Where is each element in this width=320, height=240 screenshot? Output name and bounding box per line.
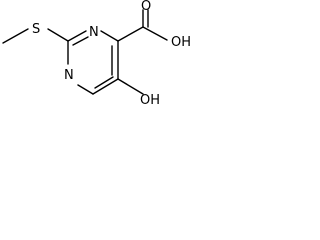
acid-hydroxyl-label: OH bbox=[171, 35, 191, 50]
nitrogen-bottom-label: N bbox=[64, 68, 74, 83]
bond-carboxyl-oh bbox=[142, 26, 168, 41]
sulfur-label: S bbox=[32, 22, 40, 37]
bond-c6-carboxyl bbox=[117, 26, 144, 42]
carbonyl-oxygen-label: O bbox=[141, 0, 151, 14]
molecule-structure: S N N O OH OH bbox=[2, 0, 191, 108]
bond-c2-n1 bbox=[67, 30, 87, 42]
bond-c5-oh bbox=[117, 78, 144, 95]
bond-n3-c4 bbox=[77, 84, 94, 95]
bond-n1-c6 bbox=[100, 30, 119, 42]
bond-layer bbox=[2, 9, 168, 95]
nitrogen-top-label: N bbox=[89, 25, 99, 40]
bond-c4-c5-inner bbox=[94, 76, 114, 89]
ring-hydroxyl-label: OH bbox=[140, 93, 160, 108]
bond-sulfur-c2 bbox=[47, 28, 69, 42]
bond-methyl-sulfur bbox=[2, 28, 29, 44]
atom-label-layer: S N N O OH OH bbox=[32, 0, 191, 108]
bond-c4-c5 bbox=[92, 78, 119, 95]
bond-c2-n1-inner bbox=[72, 36, 89, 46]
